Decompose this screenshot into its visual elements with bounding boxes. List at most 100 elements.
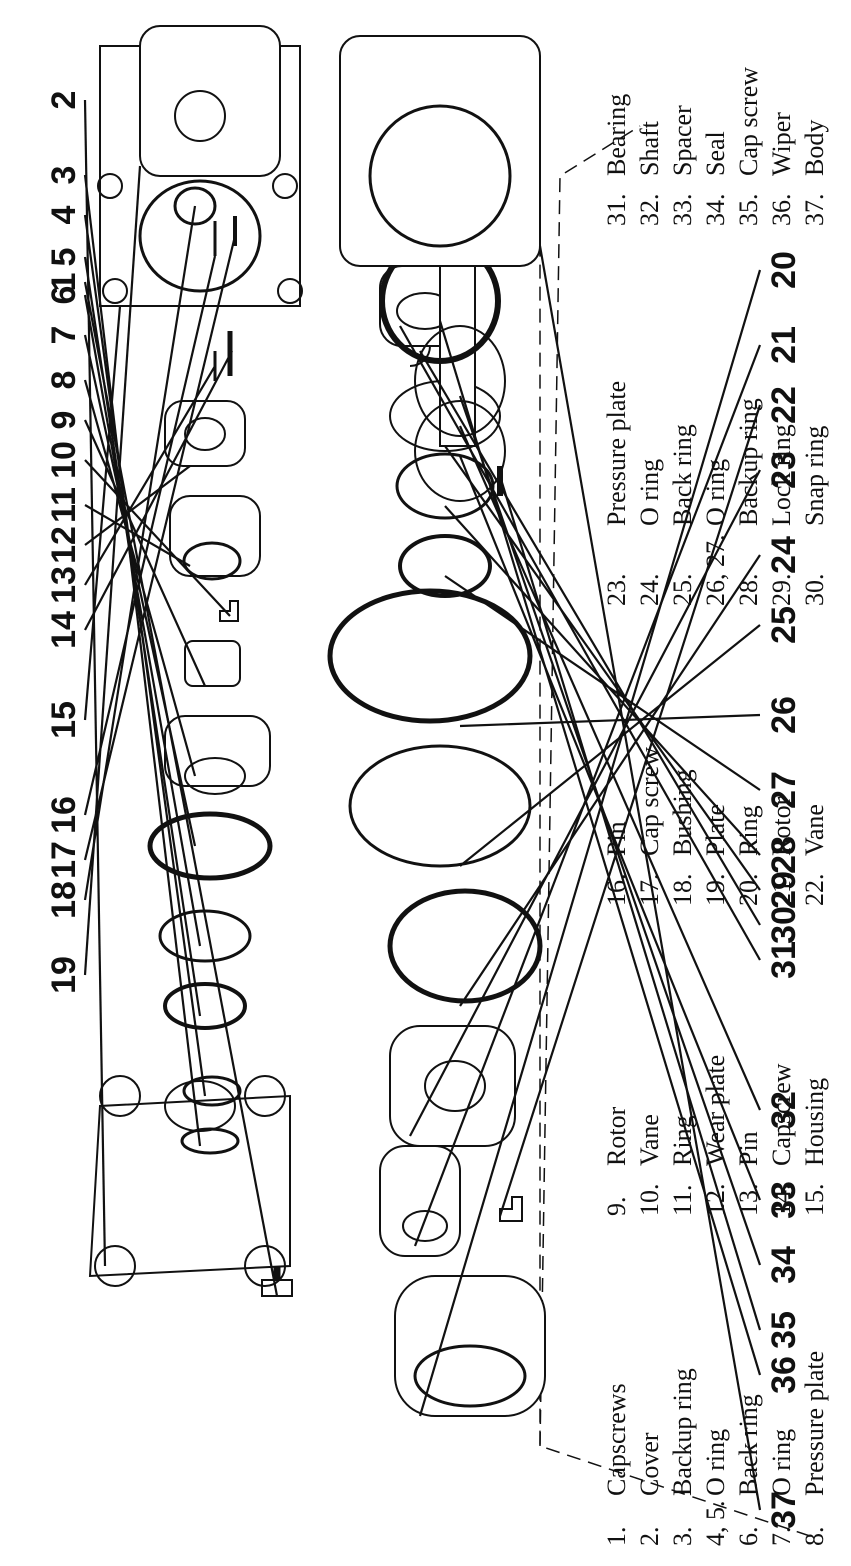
leader-15	[83, 305, 122, 721]
cover-bolt-hole	[94, 1245, 136, 1287]
legend-number: 6.	[734, 1527, 763, 1547]
cover-bolt-hole	[244, 1075, 286, 1117]
legend-number: 37.	[800, 194, 829, 227]
callout-33: 33	[765, 1181, 803, 1219]
housing-15-bolt-hole	[272, 173, 298, 199]
legend-part-name: Capscrews	[602, 1383, 631, 1496]
back-ring-25	[348, 744, 532, 868]
callout-30: 30	[765, 906, 803, 944]
legend-part-name: Rotor	[767, 796, 796, 856]
cover-bolt-hole	[99, 1075, 141, 1117]
legend-number: 15.	[800, 1184, 829, 1217]
legend-part-name: Ring	[668, 1115, 697, 1166]
legend-part-name: Snap ring	[800, 426, 829, 526]
callout-37: 37	[765, 1491, 803, 1529]
legend-number: 4, 5.	[701, 1501, 730, 1547]
callout-24: 24	[765, 536, 803, 574]
callout-32: 32	[765, 1091, 803, 1129]
legend-part-name: Vane	[635, 1114, 664, 1166]
legend-number: 10.	[635, 1184, 664, 1217]
callout-21: 21	[765, 326, 803, 364]
rotor-21-hub	[402, 1210, 448, 1242]
assembly-axis-line	[539, 125, 641, 1447]
legend-part-name: Cap screw	[734, 67, 763, 176]
ring-20-bore	[413, 1344, 527, 1408]
legend-part-name: Backup ring	[668, 1368, 697, 1496]
seal-34	[414, 325, 506, 437]
legend-number: 23.	[602, 574, 631, 607]
legend-part-name: O ring	[767, 1429, 796, 1496]
leader-34	[458, 395, 762, 1266]
callout-17: 17	[45, 841, 83, 879]
leader-14	[84, 350, 233, 631]
leader-37	[538, 245, 762, 1511]
spacer-33	[414, 400, 506, 502]
legend-number: 1.	[602, 1527, 631, 1547]
callout-26: 26	[765, 696, 803, 734]
backup-ring-3	[180, 1127, 240, 1155]
leader-18	[83, 205, 197, 901]
legend-part-name: Spacer	[668, 105, 697, 176]
body-37	[339, 35, 541, 267]
legend-number: 24.	[635, 574, 664, 607]
callout-9: 9	[45, 411, 83, 430]
legend-part-name: O ring	[701, 1429, 730, 1496]
callout-19: 19	[45, 956, 83, 994]
callout-11: 11	[45, 487, 83, 523]
cover-bolt-hole	[244, 1245, 286, 1287]
o-ring-24	[387, 888, 543, 1004]
cover-body	[88, 1094, 291, 1278]
rotor-9	[184, 640, 241, 687]
o-ring-4	[182, 1075, 242, 1107]
callout-16: 16	[45, 796, 83, 834]
leader-20	[418, 269, 762, 1417]
legend-number: 11.	[668, 1184, 697, 1216]
legend-number: 22.	[800, 874, 829, 907]
leader-7	[83, 334, 197, 847]
body-37-bore	[368, 104, 512, 248]
callout-35: 35	[765, 1311, 803, 1349]
legend-number: 32.	[635, 194, 664, 227]
assembly-axis-line	[519, 155, 811, 1537]
legend-part-name: Cap screw	[635, 747, 664, 856]
legend-number: 13.	[734, 1184, 763, 1217]
legend-part-name: Housing	[800, 1078, 829, 1166]
callout-31: 31	[765, 941, 803, 979]
vane-10	[219, 600, 239, 622]
leader-19	[83, 165, 142, 976]
leader-21	[413, 344, 762, 1247]
bushing-18	[173, 186, 217, 226]
leader-10	[84, 459, 231, 617]
legend-part-name: Bearing	[602, 94, 631, 176]
legend-part-name: Ring	[734, 805, 763, 856]
housing-15-bolt-hole	[102, 278, 128, 304]
leader-23	[409, 469, 761, 1137]
legend-number: 26, 27.	[701, 535, 730, 607]
legend-part-name: O ring	[635, 459, 664, 526]
leader-35	[498, 475, 762, 1331]
plate-19	[139, 25, 281, 177]
legend-part-name: Bushing	[668, 769, 697, 856]
legend-part-name: Pressure plate	[800, 1351, 829, 1496]
leader-17	[83, 235, 237, 861]
pressure-plate-23-center	[424, 1060, 486, 1112]
callout-29: 29	[765, 871, 803, 909]
leader-25	[459, 624, 761, 867]
leader-29	[444, 445, 761, 891]
legend-number: 25.	[668, 574, 697, 607]
o-ring-5	[163, 982, 247, 1030]
legend-number: 9.	[602, 1197, 631, 1217]
callout-25: 25	[765, 606, 803, 644]
plate-19-bore	[174, 90, 226, 142]
legend-part-name: Shaft	[635, 120, 664, 176]
leader-16	[83, 255, 217, 816]
legend-part-name: Capscrew	[767, 1063, 796, 1166]
leader-2	[83, 99, 107, 1267]
callout-7: 7	[45, 326, 83, 345]
legend-number: 28.	[734, 574, 763, 607]
callout-4: 4	[45, 205, 83, 224]
legend-number: 34.	[701, 194, 730, 227]
pressure-plate-23	[389, 1025, 516, 1147]
